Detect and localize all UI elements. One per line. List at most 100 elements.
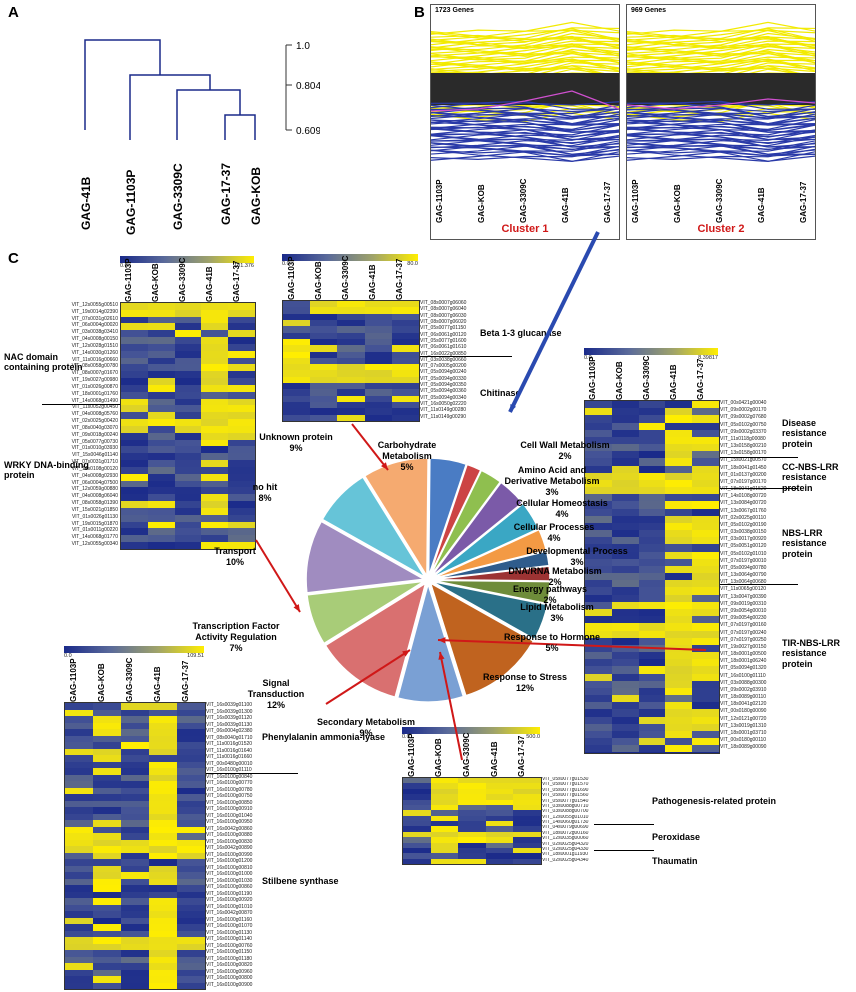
heatmap-cell bbox=[638, 451, 666, 459]
gene-id: VIT_19s0015g01870 bbox=[71, 520, 118, 527]
gene-id: VIT_09s0002g00170 bbox=[720, 407, 767, 414]
gene-id: VIT_04s0079g00690 bbox=[542, 825, 589, 831]
heatmap-cell bbox=[177, 742, 205, 749]
heatmap-cell bbox=[665, 695, 693, 703]
heatmap-cell bbox=[93, 755, 121, 762]
heatmap-row bbox=[121, 412, 255, 420]
heatmap-cell bbox=[149, 898, 177, 905]
heatmap-row bbox=[65, 761, 205, 768]
heatmap-cell bbox=[121, 774, 149, 781]
color-scale-bar bbox=[402, 727, 540, 734]
profile-line-high bbox=[627, 59, 815, 71]
heatmap-cell bbox=[692, 594, 719, 602]
heatmap-cell bbox=[585, 738, 612, 746]
heatmap-cell bbox=[513, 826, 541, 832]
heatmap-cell bbox=[65, 813, 93, 820]
heatmap-cell bbox=[585, 408, 612, 416]
heatmap-cell bbox=[364, 313, 392, 320]
gene-id: VIT_12s0055g00510 bbox=[71, 302, 118, 308]
heatmap-cell bbox=[665, 494, 693, 502]
gene-id: VIT_16s0100g00910 bbox=[206, 806, 253, 812]
heatmap-cell bbox=[692, 723, 719, 731]
heatmap-cell bbox=[485, 826, 514, 832]
heatmap-cell bbox=[177, 787, 205, 794]
heatmap-row bbox=[65, 742, 205, 749]
profile-line-low bbox=[431, 114, 619, 126]
callout-arrow bbox=[439, 651, 463, 761]
heatmap-row bbox=[585, 587, 719, 595]
heatmap-cell bbox=[485, 831, 514, 838]
heatmap-cell bbox=[177, 865, 205, 872]
gene-family-label: Pathogenesis-related protein bbox=[652, 796, 777, 806]
gene-id: VIT_18s0041g02120 bbox=[720, 701, 767, 708]
gene-id: VIT_05s0077g00730 bbox=[71, 438, 118, 445]
heatmap-cell bbox=[121, 963, 149, 970]
pie-slice-percent: 3% bbox=[545, 486, 559, 497]
heatmap-cell bbox=[177, 748, 205, 755]
heatmap-cell bbox=[585, 716, 612, 724]
heatmap-cell bbox=[337, 301, 365, 308]
heatmap-row bbox=[403, 831, 541, 838]
gene-id: VIT_06s0061g00120 bbox=[420, 331, 467, 338]
pie-slice-percent: 4% bbox=[547, 532, 561, 543]
gene-id: VIT_16s0100g01010 bbox=[206, 903, 253, 910]
heatmap-cell bbox=[121, 800, 149, 807]
profile-line-high bbox=[431, 37, 619, 57]
heatmap-cell bbox=[65, 969, 93, 976]
profile-line-low bbox=[627, 114, 815, 126]
heatmap-cell bbox=[121, 885, 149, 892]
heatmap-cell bbox=[310, 395, 338, 402]
heatmap-row bbox=[65, 878, 205, 885]
heatmap-cell bbox=[665, 687, 693, 696]
heatmap-row bbox=[65, 716, 205, 723]
heatmap-cell bbox=[310, 370, 338, 377]
heatmap-row bbox=[121, 480, 255, 488]
heatmap-cell bbox=[149, 807, 177, 814]
heatmap-cell bbox=[485, 837, 514, 843]
heatmap-cell bbox=[147, 309, 175, 317]
heatmap-cell bbox=[638, 465, 666, 473]
gene-id: VIT_04s0008g00150 bbox=[71, 336, 118, 343]
heatmap-row bbox=[585, 422, 719, 430]
heatmap-row bbox=[121, 343, 255, 351]
gene-family-label: TIR-NBS-LRR resistance protein bbox=[782, 638, 840, 669]
gene-id: VIT_18s0072g00160 bbox=[542, 830, 589, 836]
heatmap-cell bbox=[283, 326, 311, 333]
heatmap-cell bbox=[665, 551, 693, 559]
heatmap-cell bbox=[665, 630, 693, 638]
heatmap-cell bbox=[201, 453, 229, 461]
heatmap-cell bbox=[174, 303, 202, 310]
heatmap-cell bbox=[513, 794, 541, 800]
profile-line-low bbox=[431, 138, 619, 148]
gene-id: VIT_06s0004g07500 bbox=[71, 479, 118, 486]
gene-id: VIT_05s0077g01540 bbox=[542, 798, 589, 804]
callout-arrowhead bbox=[381, 462, 388, 470]
heatmap-cell bbox=[228, 364, 255, 372]
heatmap-cell bbox=[121, 703, 149, 710]
heatmap-cell bbox=[177, 800, 205, 807]
profile-line-high bbox=[431, 28, 619, 46]
heatmap-cell bbox=[391, 345, 420, 352]
heatmap-row bbox=[65, 950, 205, 957]
panel-letter-c: C bbox=[8, 250, 19, 267]
profile-line-high bbox=[431, 38, 619, 50]
heatmap-cell bbox=[228, 480, 255, 488]
gene-id: VIT_02s0025g04340 bbox=[542, 857, 589, 863]
heatmap-cell bbox=[149, 943, 177, 950]
heatmap-cell bbox=[93, 891, 121, 898]
heatmap-cell bbox=[121, 950, 149, 957]
gene-id: VIT_03s0017g00920 bbox=[720, 536, 767, 543]
heatmap-cell bbox=[228, 303, 255, 310]
heatmap-cell bbox=[692, 444, 719, 452]
gene-id: VIT_07s0197g00250 bbox=[720, 636, 767, 643]
pie-slice bbox=[324, 581, 427, 699]
heatmap-cell bbox=[121, 904, 149, 911]
heatmap-row bbox=[585, 522, 719, 531]
heatmap-row bbox=[283, 319, 420, 327]
heatmap-cell bbox=[665, 422, 693, 430]
gene-id: VIT_15s0021g01850 bbox=[71, 506, 118, 513]
